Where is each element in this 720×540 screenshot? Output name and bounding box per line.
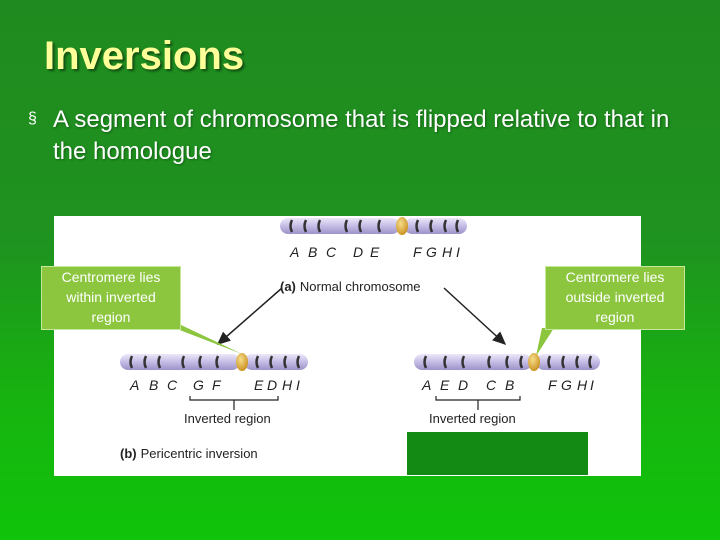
gene-label: C — [486, 377, 497, 393]
gene-label: D — [267, 377, 277, 393]
callout-left: Centromere lies within inverted region — [41, 266, 181, 330]
callout-line: within inverted — [66, 289, 156, 305]
pericentric-region-bracket — [189, 396, 279, 410]
gene-label: I — [296, 377, 300, 393]
gene-label: B — [149, 377, 158, 393]
callout-pointer-left — [164, 324, 242, 354]
centromere-icon — [396, 217, 408, 235]
callout-line: region — [595, 309, 635, 325]
gene-label: G — [426, 244, 437, 260]
normal-gene-labels: A B C D E F G H I — [289, 244, 460, 260]
normal-chromosome-caption: (a)Normal chromosome — [280, 279, 421, 294]
gene-label: D — [458, 377, 468, 393]
gene-label: G — [561, 377, 572, 393]
gene-label: F — [548, 377, 558, 393]
gene-label: F — [212, 377, 222, 393]
gene-label: B — [308, 244, 317, 260]
pericentric-gene-labels: A B C G F E D H I — [129, 377, 300, 393]
callout-line: outside inverted — [565, 289, 665, 305]
bullet-text: A segment of chromosome that is flipped … — [53, 106, 670, 165]
gene-label: E — [254, 377, 264, 393]
gene-label: C — [167, 377, 178, 393]
gene-label: A — [421, 377, 431, 393]
diagram-svg: A B C D E F G H I (a)Normal chromosome — [120, 217, 600, 461]
pericentric-caption: (b)Pericentric inversion — [120, 446, 258, 461]
paracentric-region-bracket — [435, 396, 521, 410]
gene-label: D — [353, 244, 363, 260]
callout-pointer-right — [536, 328, 554, 356]
inverted-region-label: Inverted region — [429, 411, 516, 426]
gene-label: I — [590, 377, 594, 393]
gene-label: H — [442, 244, 453, 260]
gene-label: E — [370, 244, 380, 260]
gene-label: B — [505, 377, 514, 393]
gene-label: H — [577, 377, 588, 393]
arrow-left-icon — [216, 287, 283, 345]
centromere-icon — [236, 353, 248, 371]
gene-label: A — [129, 377, 139, 393]
gene-label: H — [282, 377, 293, 393]
gene-label: F — [413, 244, 423, 260]
paracentric-gene-labels: A E D C B F G H I — [421, 377, 594, 393]
pericentric-chromosome — [120, 353, 308, 371]
gene-label: G — [193, 377, 204, 393]
gene-label: I — [456, 244, 460, 260]
callout-line: region — [91, 309, 131, 325]
gene-label: A — [289, 244, 299, 260]
callout-right: Centromere lies outside inverted region — [545, 266, 685, 330]
arrow-right-icon — [443, 287, 507, 346]
inverted-region-label: Inverted region — [184, 411, 271, 426]
normal-chromosome — [280, 217, 467, 235]
callout-line: Centromere lies — [565, 269, 665, 285]
square-bullet-icon: § — [28, 110, 37, 127]
centromere-icon — [528, 353, 540, 371]
gene-label: C — [326, 244, 337, 260]
slide-title: Inversions — [44, 34, 245, 78]
gene-label: E — [440, 377, 450, 393]
cover-box — [407, 432, 588, 475]
callout-line: Centromere lies — [61, 269, 161, 285]
paracentric-chromosome — [414, 353, 600, 371]
